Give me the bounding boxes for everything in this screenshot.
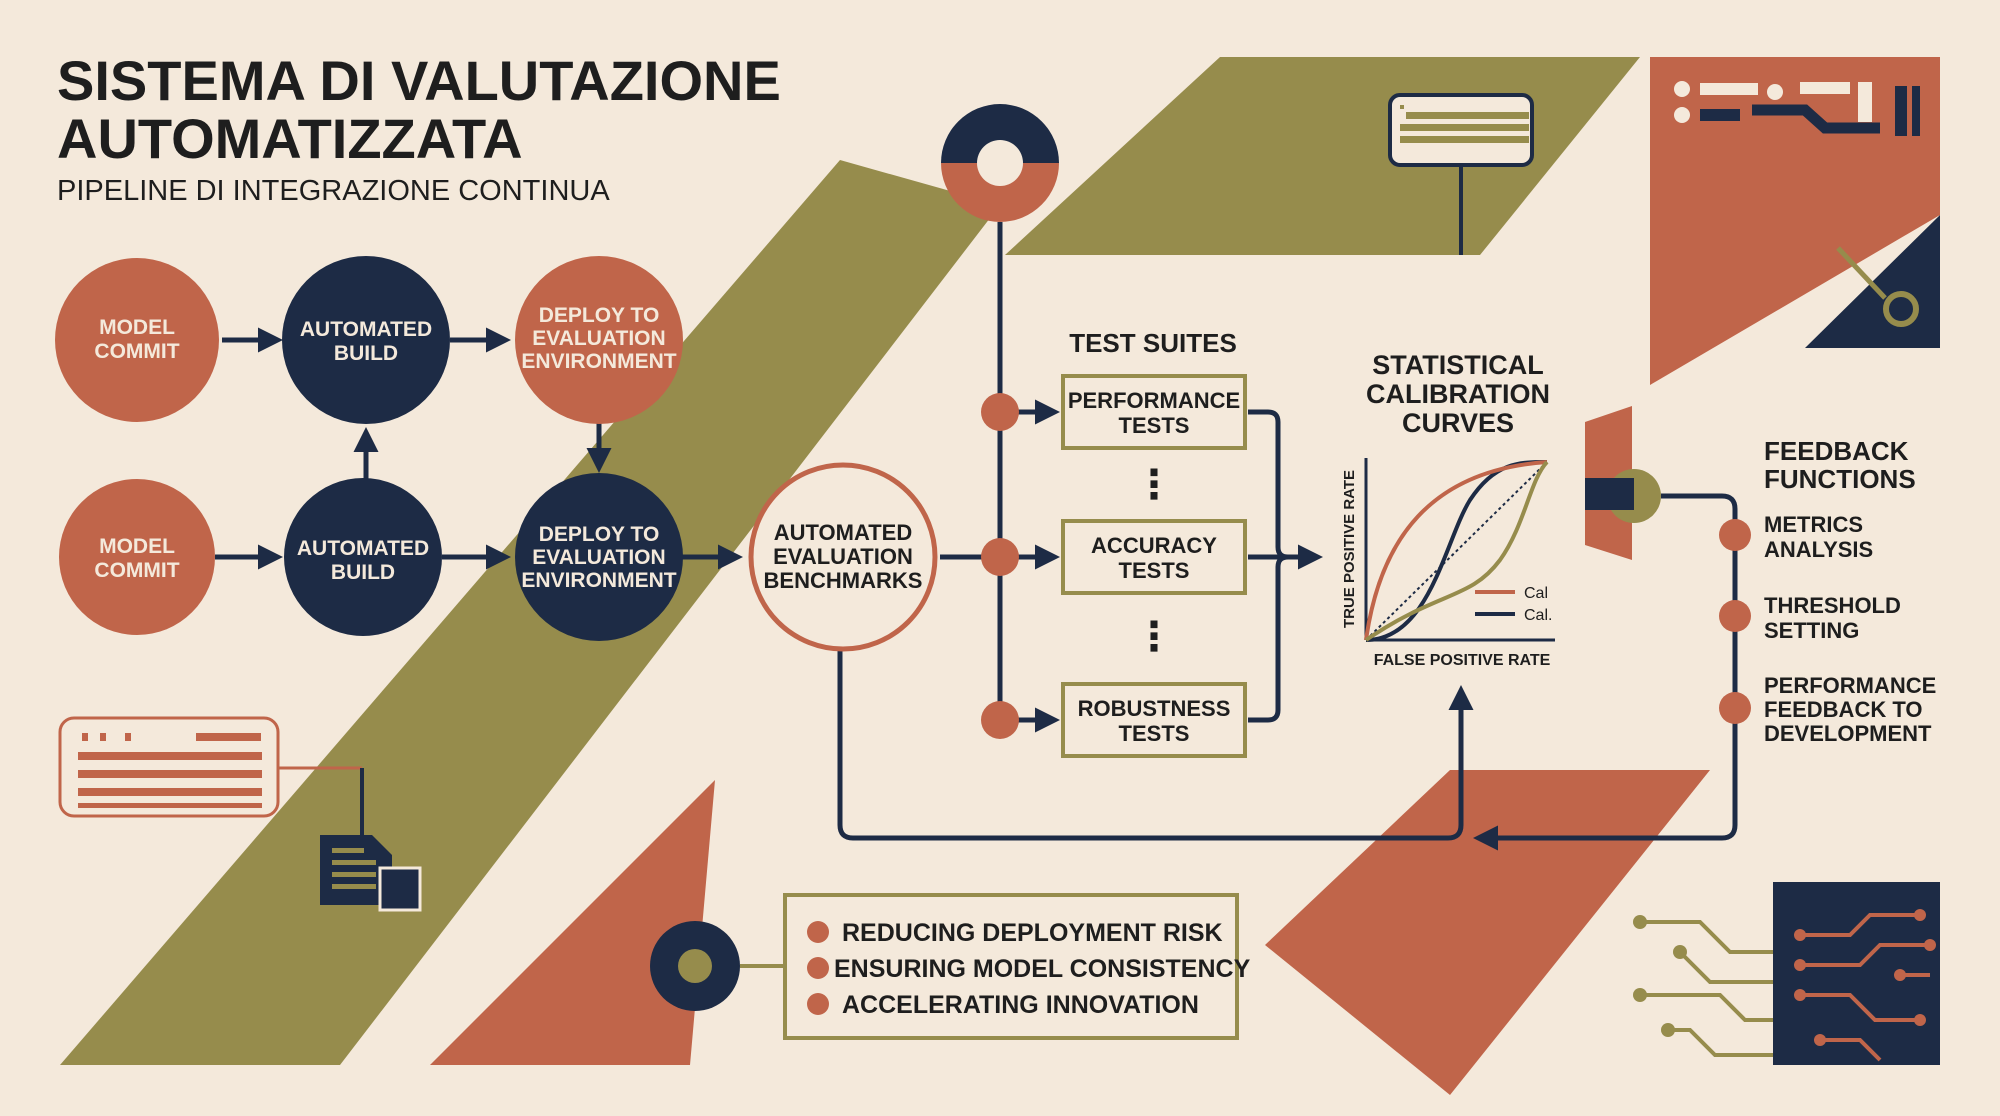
benefit-item-3: ACCELERATING INNOVATION (842, 991, 1199, 1019)
ring-node-top (941, 104, 1059, 222)
x-axis-label: FALSE POSITIVE RATE (1374, 652, 1551, 669)
title-line-1: SISTEMA DI VALUTAZIONE (57, 49, 781, 112)
benefits-box: REDUCING DEPLOYMENT RISK ENSURING MODEL … (783, 893, 1251, 1040)
ring-node-bottom (650, 921, 785, 1011)
legend-label-2: Cal. (1524, 607, 1552, 624)
olive-diagonal-band (60, 160, 1000, 1065)
ellipsis-2: ⋮ (1134, 615, 1174, 659)
documents-icon (320, 768, 422, 912)
curve-terracotta (1364, 460, 1548, 641)
pin-icon (1836, 246, 1919, 327)
olive-top-band (1005, 57, 1640, 255)
chip-icon-left (58, 716, 362, 818)
decorations (58, 81, 1940, 1065)
subtitle: PIPELINE DI INTEGRAZIONE CONTINUA (57, 175, 610, 207)
connectors (215, 222, 1738, 851)
test-suites-heading: TEST SUITES (1069, 328, 1237, 358)
benefit-item-1: REDUCING DEPLOYMENT RISK (842, 919, 1223, 947)
circuit-board-icon (1633, 882, 1940, 1065)
legend-label-1: Cal (1524, 585, 1548, 602)
feedback-node-shape (1585, 406, 1661, 560)
y-axis-label: TRUE POSITIVE RATE (1341, 470, 1358, 628)
title-block: SISTEMA DI VALUTAZIONE AUTOMATIZZATA PIP… (57, 49, 781, 207)
ellipsis-1: ⋮ (1134, 463, 1174, 507)
benefit-item-2: ENSURING MODEL CONSISTENCY (834, 955, 1251, 983)
curve-olive (1364, 460, 1549, 642)
terracotta-top-right-block (1650, 57, 1940, 385)
terracotta-bottom-parallelogram (1265, 770, 1710, 1095)
diagonal-reference (1365, 461, 1548, 641)
connector-dots (981, 393, 1751, 739)
circuit-icon (1674, 81, 1920, 136)
title-line-2: AUTOMATIZZATA (57, 107, 523, 170)
chip-icon-top (1388, 93, 1534, 255)
terracotta-lower-strip (430, 780, 715, 1065)
